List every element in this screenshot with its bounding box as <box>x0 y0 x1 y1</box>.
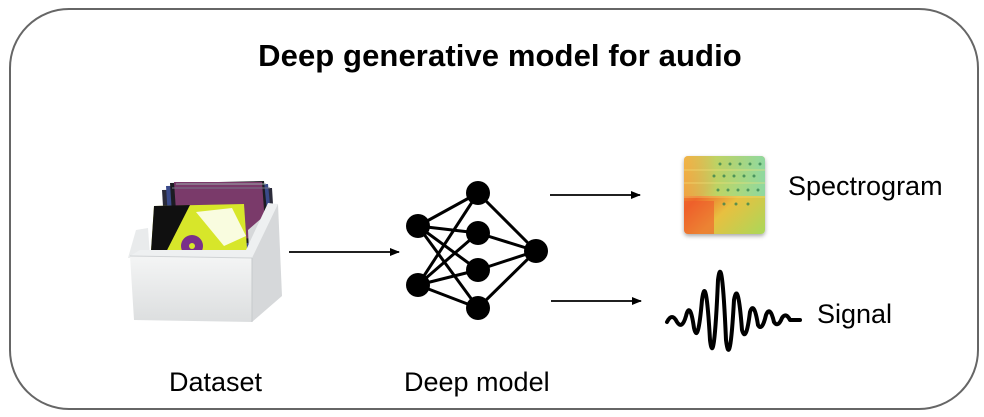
dataset-label: Dataset <box>169 367 263 397</box>
diagram-title: Deep generative model for audio <box>258 38 742 73</box>
signal-label: Signal <box>817 299 893 329</box>
deep-model-label: Deep model <box>404 367 550 397</box>
spectrogram-label: Spectrogram <box>788 171 943 201</box>
spectrogram-thumbnail-icon <box>684 156 765 234</box>
